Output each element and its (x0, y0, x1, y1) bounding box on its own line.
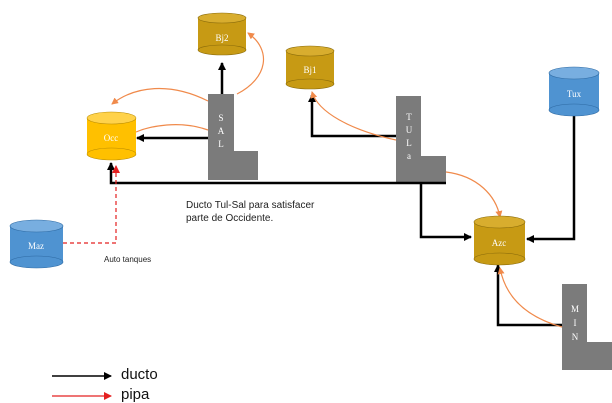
legend-ducto-label: ducto (121, 366, 158, 383)
legend (52, 372, 112, 400)
tank-maz: Maz (9, 219, 64, 269)
tula-letter-2: U (406, 125, 413, 135)
pipelines (107, 62, 576, 327)
ducto-note: Ducto Tul-Sal para satisfacer parte de O… (186, 199, 314, 225)
orange-flows (111, 32, 563, 328)
autotanques-route (63, 165, 120, 244)
arc-sal-occ-inner (135, 124, 209, 133)
pipeline-tula-bj1 (308, 94, 396, 138)
sal-letter-1: S (218, 113, 223, 123)
tank-azc: Azc (473, 215, 526, 266)
min-letter-2: I (574, 318, 577, 328)
sal-letter-3: L (218, 139, 224, 149)
tank-bj1: Bj1 (285, 45, 335, 90)
tula-letter-3: L (406, 138, 412, 148)
pipeline-tux-azc (526, 116, 576, 243)
tank-bj1-label: Bj1 (303, 65, 316, 75)
min-letter-1: M (571, 304, 579, 314)
tula-letter-1: T (406, 112, 412, 122)
refinery-tula: T U L a (396, 96, 446, 183)
pipeline-tula-azc (419, 183, 472, 241)
tula-letter-4: a (407, 151, 411, 161)
tank-tux: Tux (548, 66, 600, 117)
legend-pipa-label: pipa (121, 386, 150, 403)
arc-tula-azc (445, 171, 503, 218)
ducto-note-line-2: parte de Occidente. (186, 213, 274, 224)
tank-occ: Occ (86, 111, 137, 161)
tank-occ-label: Occ (104, 133, 119, 143)
pipeline-tula-occ (107, 162, 446, 185)
arc-tula-bj1 (310, 91, 397, 141)
ducto-note-line-1: Ducto Tul-Sal para satisfacer (186, 200, 315, 211)
tank-bj2: Bj2 (197, 12, 247, 56)
pipeline-min-azc (494, 264, 562, 327)
tank-tux-label: Tux (567, 89, 582, 99)
arc-sal-bj2 (236, 32, 265, 95)
sal-letter-2: A (218, 126, 225, 136)
refinery-min: M I N (562, 284, 612, 370)
tank-maz-label: Maz (28, 241, 44, 251)
arc-min-azc (497, 267, 563, 328)
arc-sal-occ (111, 87, 209, 105)
refinery-sal: S A L (208, 94, 258, 180)
tank-bj2-label: Bj2 (215, 33, 228, 43)
truck-route (63, 165, 120, 244)
min-letter-3: N (572, 332, 579, 342)
autotanques-label: Auto tanques (104, 255, 152, 264)
tank-azc-label: Azc (492, 238, 507, 248)
